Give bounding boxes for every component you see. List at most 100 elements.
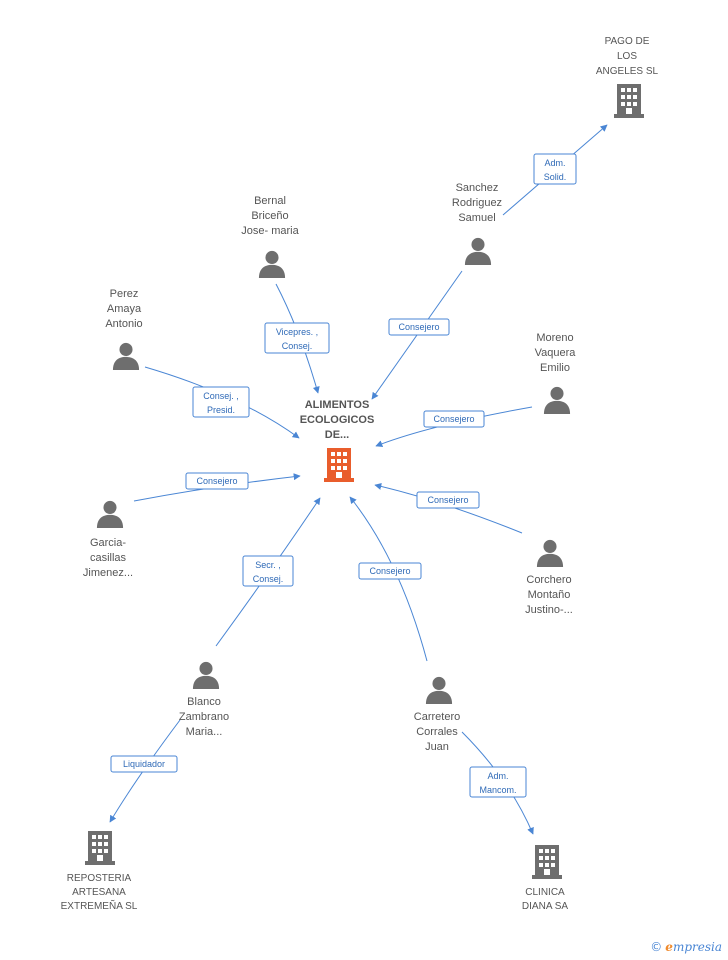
node-garcia[interactable]: Garcia-casillasJimenez... — [83, 500, 133, 579]
edge-label-box[interactable] — [264, 322, 330, 354]
e-carretero-clinica: Adm.Mancom. — [461, 731, 534, 835]
node-label: CLINICA — [525, 887, 565, 898]
node-label: ALIMENTOS — [305, 399, 370, 411]
node-label: ECOLOGICOS — [300, 414, 375, 426]
node-label: DIANA SA — [522, 901, 568, 912]
edge-label-box[interactable] — [192, 386, 250, 418]
node-label: REPOSTERIA — [67, 873, 132, 884]
e-sanchez-center: Consejero — [371, 270, 463, 400]
node-label: Antonio — [105, 318, 142, 330]
node-label: Maria... — [186, 726, 223, 738]
edge-label: Consejero — [433, 414, 474, 424]
brand-name: mpresia — [672, 940, 722, 954]
node-label: Briceño — [251, 210, 288, 222]
edge-label-box[interactable] — [423, 410, 485, 428]
person-icon — [192, 661, 220, 689]
person-icon — [464, 237, 492, 265]
node-label: Carretero — [414, 711, 460, 723]
e-corchero-center: Consejero — [374, 483, 523, 534]
node-clinica[interactable]: CLINICA DIANA SA — [522, 845, 568, 912]
building-icon — [85, 831, 115, 865]
node-label: Emilio — [540, 362, 570, 374]
edge-label-box[interactable] — [110, 755, 178, 773]
e-blanco-reposteria: Liquidador — [109, 719, 181, 823]
person-icon — [536, 539, 564, 567]
node-label: Corchero — [526, 574, 571, 586]
edge-label: Adm. — [544, 158, 565, 168]
node-label: Vaquera — [535, 347, 577, 359]
edge-label: Consejero — [427, 495, 468, 505]
node-label: Garcia- — [90, 537, 126, 549]
node-label: Montaño — [528, 589, 571, 601]
node-label: Jose- maria — [241, 225, 299, 237]
node-label: Sanchez — [456, 182, 499, 194]
person-icon — [112, 342, 140, 370]
e-sanchez-pago: Adm. Solid. — [502, 124, 608, 216]
edge-label-box[interactable] — [533, 153, 577, 185]
node-label: ARTESANA — [72, 887, 126, 898]
edge-label: Solid. — [544, 172, 567, 182]
node-label: LOS — [617, 51, 637, 62]
node-label: DE... — [325, 429, 349, 441]
building-icon — [324, 448, 354, 482]
node-label: Samuel — [458, 212, 495, 224]
edge-label: Vicepres. , — [276, 327, 318, 337]
edge-label: Consejero — [398, 322, 439, 332]
person-icon — [543, 386, 571, 414]
e-carretero-center: Consejero — [349, 496, 428, 662]
edge-label: Consej. — [282, 341, 313, 351]
e-perez-center: Consej. , Presid. — [144, 366, 300, 439]
person-icon — [258, 250, 286, 278]
node-label: Amaya — [107, 303, 142, 315]
person-icon — [425, 676, 453, 704]
node-label: PAGO DE — [605, 36, 650, 47]
node-label: Blanco — [187, 696, 221, 708]
edge-label-box[interactable] — [185, 472, 249, 490]
edge-line — [109, 719, 181, 823]
node-label: Bernal — [254, 195, 286, 207]
node-label: Zambrano — [179, 711, 229, 723]
edge-label-box[interactable] — [358, 562, 422, 580]
edge-label: Secr. , — [255, 560, 281, 570]
node-label: casillas — [90, 552, 127, 564]
brand-watermark: ©empresia — [650, 940, 722, 954]
node-blanco[interactable]: BlancoZambranoMaria... — [179, 661, 229, 738]
node-label: EXTREMEÑA SL — [61, 899, 138, 912]
edge-label-box[interactable] — [242, 555, 294, 587]
node-label: Corrales — [416, 726, 458, 738]
e-garcia-center: Consejero — [133, 472, 301, 502]
node-label: Juan — [425, 741, 449, 753]
e-moreno-center: Consejero — [375, 406, 533, 447]
edge-label: Consejero — [369, 566, 410, 576]
edge-label: Mancom. — [479, 785, 516, 795]
edge-label: Consejero — [196, 476, 237, 486]
person-icon — [96, 500, 124, 528]
node-label: ANGELES SL — [596, 66, 659, 77]
node-center[interactable]: ALIMENTOS ECOLOGICOS DE... — [300, 399, 375, 482]
e-bernal-center: Vicepres. , Consej. — [264, 283, 330, 394]
edge-label: Consej. — [253, 574, 284, 584]
node-label: Justino-... — [525, 604, 573, 616]
node-corchero[interactable]: CorcheroMontañoJustino-... — [525, 539, 573, 616]
edge-label: Presid. — [207, 405, 235, 415]
node-label: Perez — [110, 288, 139, 300]
edge-label-box[interactable] — [469, 766, 527, 798]
brand-initial: e — [665, 940, 673, 954]
edge-label-box[interactable] — [416, 491, 480, 509]
edge-label: Consej. , — [203, 391, 239, 401]
building-icon — [614, 84, 644, 118]
node-pago[interactable]: PAGO DE LOS ANGELES SL — [596, 36, 659, 118]
edge-label-box[interactable] — [388, 318, 450, 336]
edge-label: Liquidador — [123, 759, 165, 769]
node-label: Rodriguez — [452, 197, 502, 209]
e-blanco-center: Secr. , Consej. — [215, 497, 321, 647]
nodes-layer: ALIMENTOS ECOLOGICOS DE... PAGO DE LOS ANGELE… — [61, 36, 659, 912]
